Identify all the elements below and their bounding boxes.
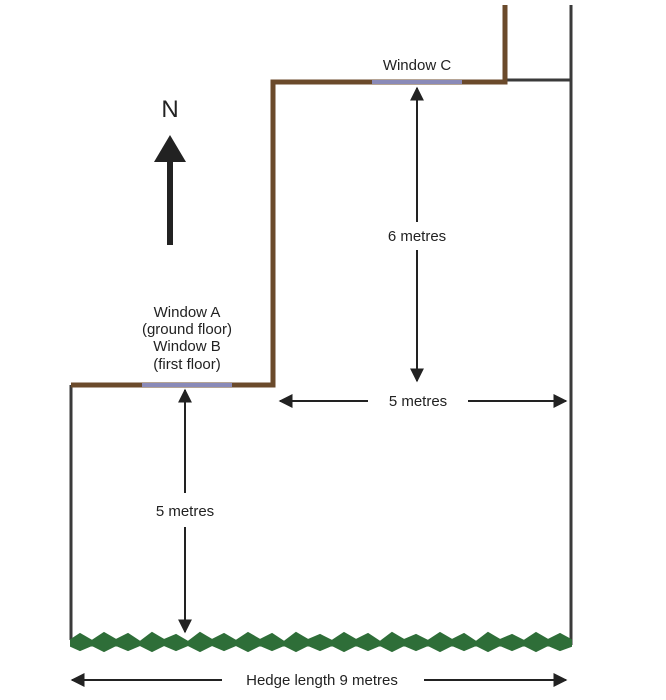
north-label: N [161, 96, 178, 123]
dimension-step-width: 5 metres [278, 393, 568, 410]
dimension-window-ab-depth: 5 metres [156, 388, 214, 634]
dimension-label-step-width: 5 metres [389, 393, 447, 410]
window-b-title: Window B [153, 338, 221, 355]
north-arrow: N [154, 96, 186, 245]
window-b-floor: (first floor) [153, 356, 221, 373]
dimension-label-window-c: 6 metres [388, 228, 446, 245]
north-arrow-head [154, 135, 186, 162]
property-boundary [69, 5, 573, 645]
window-a-floor: (ground floor) [142, 321, 232, 338]
window-c-label: Window C [383, 57, 452, 74]
hedge [70, 631, 572, 653]
window-a-title: Window A [154, 304, 221, 321]
window-ab-label: Window A (ground floor) Window B (first … [142, 304, 232, 373]
dimension-hedge-length: Hedge length 9 metres [70, 672, 568, 689]
dimension-window-c-depth: 6 metres [388, 86, 446, 383]
dimension-label-window-ab: 5 metres [156, 503, 214, 520]
hedge-length-label: Hedge length 9 metres [246, 672, 398, 689]
